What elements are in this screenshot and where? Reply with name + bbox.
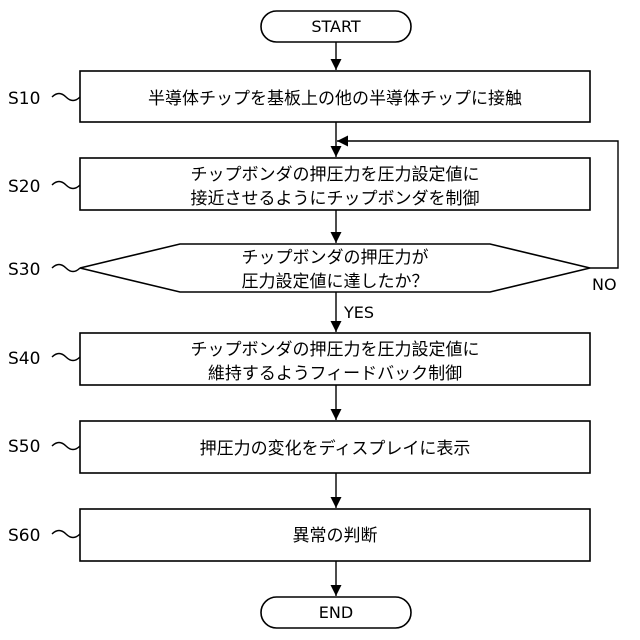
leader-s10 [52,94,80,101]
step-label-s20: S20 [8,177,40,197]
step-text-s20-line2: 接近させるようにチップボンダを制御 [191,189,480,209]
step-text-s20-line1: チップボンダの押圧力を圧力設定値に [191,165,480,185]
step-text-s60: 異常の判断 [293,526,378,546]
step-text-s40-line1: チップボンダの押圧力を圧力設定値に [191,340,480,360]
leader-s20 [52,182,80,189]
branch-no-label: NO [592,275,617,294]
step-text-s30-line2: 圧力設定値に達したか？ [242,272,429,292]
step-text-s40-line2: 維持するようフィードバック制御 [208,364,462,384]
step-label-s10: S10 [8,89,40,109]
leader-s30 [52,265,80,272]
leader-s60 [52,531,80,538]
step-text-s10: 半導体チップを基板上の他の半導体チップに接触 [148,89,522,109]
step-label-s50: S50 [8,437,40,457]
leader-s50 [52,443,80,450]
step-label-s30: S30 [8,260,40,280]
step-text-s30-line1: チップボンダの押圧力が [242,248,429,268]
step-label-s60: S60 [8,526,40,546]
start-label: START [311,17,361,36]
step-text-s50: 押圧力の変化をディスプレイに表示 [200,438,471,459]
end-label: END [319,603,353,622]
leader-s40 [52,354,80,361]
branch-yes-label: YES [343,303,374,322]
step-label-s40: S40 [8,349,40,369]
